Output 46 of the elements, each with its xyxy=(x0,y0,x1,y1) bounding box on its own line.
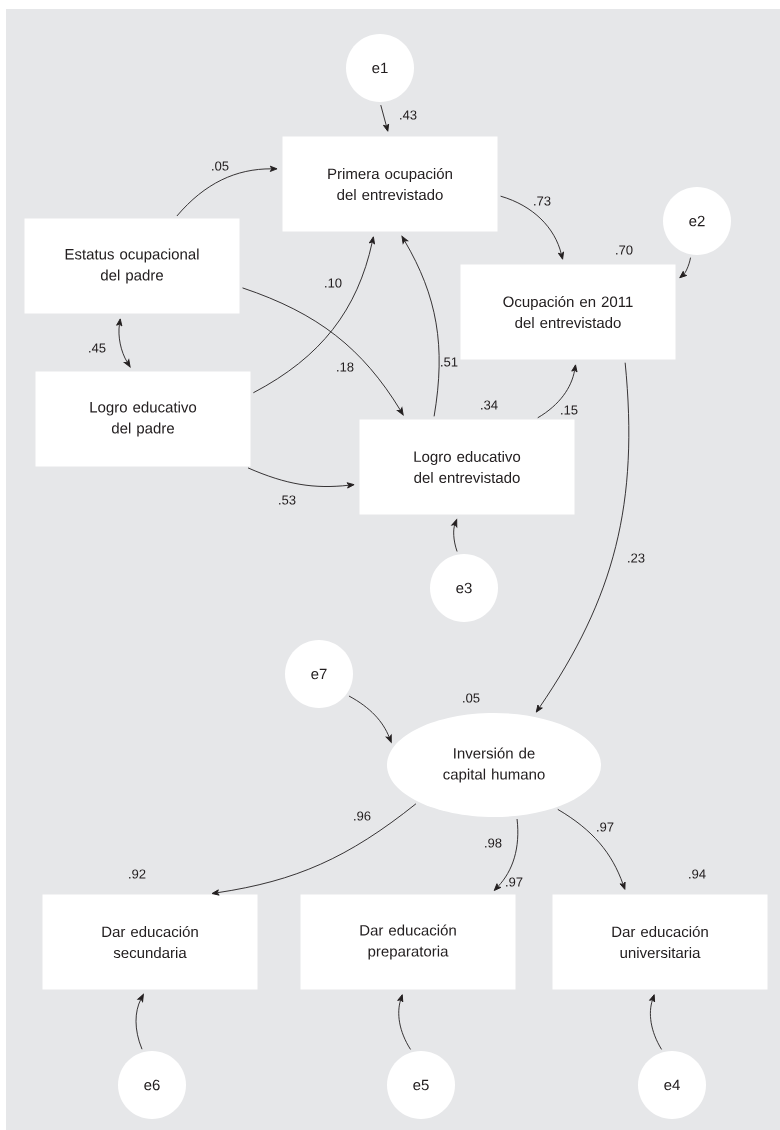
arrow xyxy=(211,803,417,896)
variable-box: Logro educativo del entrevistado xyxy=(359,419,575,515)
arrow xyxy=(247,467,355,489)
arrow xyxy=(176,165,278,217)
arrow xyxy=(135,993,144,1050)
coefficient-label: .05 xyxy=(463,693,480,703)
arrow xyxy=(252,236,375,394)
edge-label: .05 xyxy=(212,161,229,171)
coefficient-label: .70 xyxy=(616,245,633,255)
edge-label: .98 xyxy=(485,838,502,848)
edge-label: .43 xyxy=(400,110,417,120)
variable-box: Primera ocupación del entrevistado xyxy=(282,136,498,232)
edge-label: .45 xyxy=(89,343,106,353)
arrow xyxy=(348,695,392,743)
edge-label: .18 xyxy=(337,362,354,372)
variable-box: Logro educativo del padre xyxy=(35,371,251,467)
variable-box: Estatus ocupacional del padre xyxy=(24,218,240,314)
arrow xyxy=(380,104,390,132)
coefficient-label: .97 xyxy=(506,877,523,887)
edge-label: .73 xyxy=(534,196,551,206)
arrow xyxy=(500,195,564,260)
edge-label: .10 xyxy=(325,278,342,288)
edge-label: .23 xyxy=(628,553,645,563)
variable-box: Dar educación secundaria xyxy=(42,894,258,990)
arrow xyxy=(679,257,691,279)
coefficient-label: .34 xyxy=(481,400,498,410)
arrow xyxy=(535,362,630,713)
edge-label: .97 xyxy=(597,822,614,832)
coefficient-label: .92 xyxy=(129,869,146,879)
arrow xyxy=(557,808,626,890)
edge-label: .96 xyxy=(354,811,371,821)
arrow xyxy=(242,287,404,416)
edge-label: .53 xyxy=(279,495,296,505)
variable-box: Dar educación preparatoria xyxy=(300,894,516,990)
edge-label: .51 xyxy=(441,357,458,367)
coefficient-label: .94 xyxy=(689,869,706,879)
arrow xyxy=(116,318,131,368)
arrow xyxy=(537,364,578,419)
edge-label: .15 xyxy=(561,405,578,415)
variable-box: Ocupación en 2011 del entrevistado xyxy=(460,264,676,360)
variable-box: Dar educación universitaria xyxy=(552,894,768,990)
arrow xyxy=(451,519,458,552)
arrow xyxy=(397,994,411,1050)
arrow xyxy=(649,994,663,1050)
arrow xyxy=(493,818,519,891)
arrow xyxy=(401,235,440,417)
